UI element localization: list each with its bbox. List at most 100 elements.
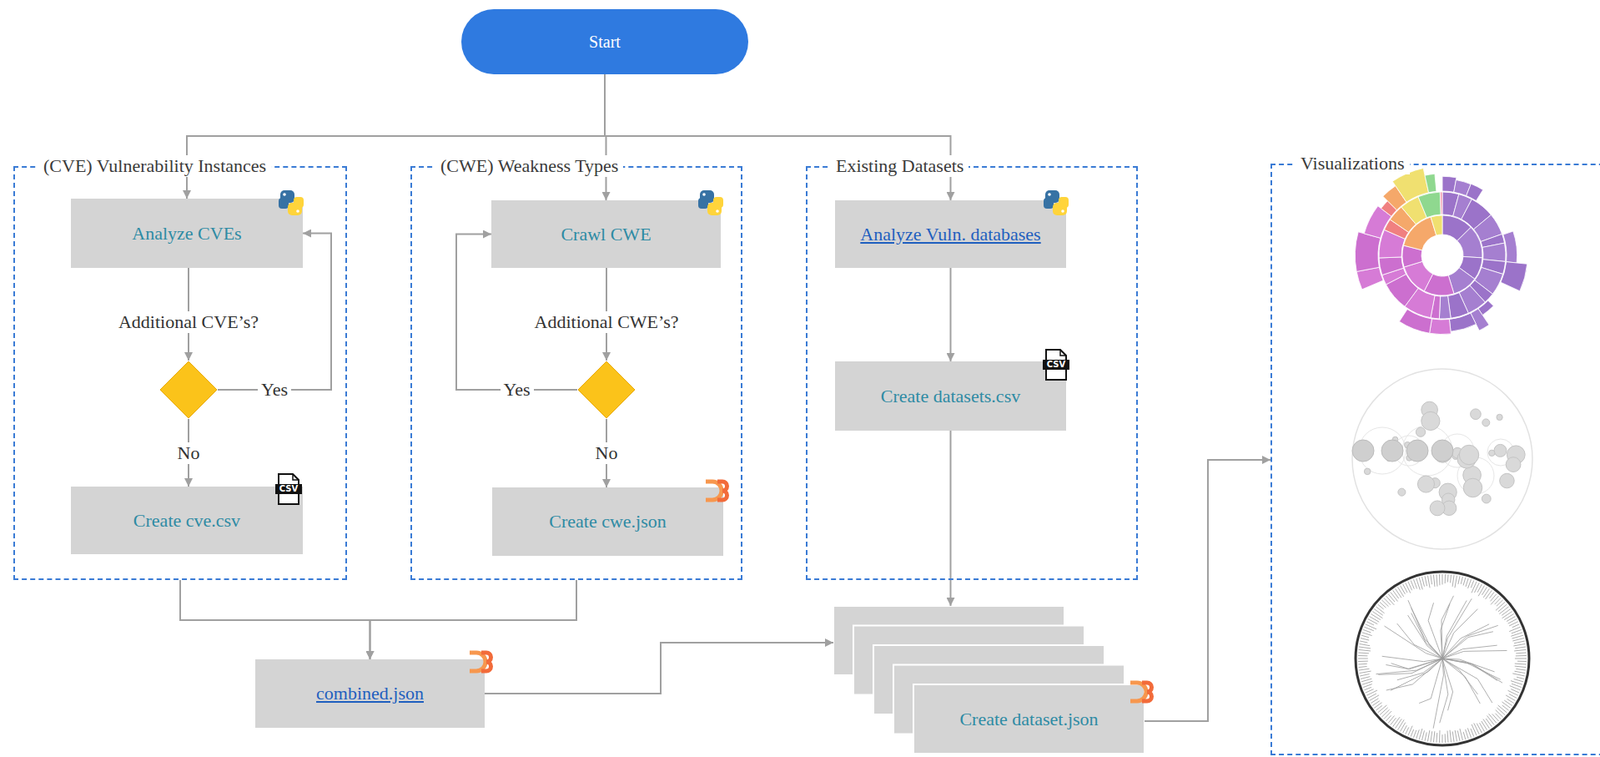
tree-leaf: [1496, 599, 1504, 606]
sunburst-segment: [1378, 256, 1404, 276]
tree-leaf: [1363, 684, 1373, 688]
tree-leaf: [1433, 574, 1435, 587]
tree-leaf: [1450, 574, 1452, 584]
csv-file-icon: [275, 473, 302, 504]
tree-leaf: [1430, 730, 1433, 742]
tree-leaf: [1435, 732, 1438, 743]
tree-leaf: [1395, 718, 1403, 728]
sunburst-segment: [1430, 215, 1443, 236]
node-text: Create dataset.json: [959, 708, 1098, 730]
pack-circle: [1406, 439, 1429, 462]
tree-leaf: [1413, 578, 1417, 589]
tree-leaf: [1424, 731, 1427, 740]
tree-leaf: [1359, 643, 1371, 645]
tree-leaf: [1358, 649, 1371, 651]
tree-leaf: [1452, 574, 1455, 587]
visualization-thumbnails: [1352, 168, 1533, 745]
node-text: Start: [588, 32, 621, 52]
group-heading: (CWE) Weakness Types: [435, 155, 624, 177]
tree-branch: [1442, 598, 1472, 659]
tree-leaf: [1505, 694, 1515, 701]
tree-leaf: [1358, 651, 1369, 654]
connectors: [180, 74, 1271, 721]
group-heading: Visualizations: [1295, 152, 1410, 175]
sunburst-segment: [1448, 292, 1470, 319]
tree-leaf: [1365, 623, 1377, 629]
tree-leaf: [1507, 698, 1515, 703]
pack-circle: [1494, 443, 1507, 457]
tree-leaf: [1385, 595, 1394, 605]
tree-branch: [1411, 613, 1443, 659]
pack-circle: [1363, 467, 1371, 475]
tree-leaf: [1361, 634, 1369, 638]
python-icon: [278, 190, 304, 216]
tree-leaf: [1512, 673, 1525, 676]
process-box: Analyze CVEs: [70, 198, 303, 268]
csv-icon-text: CSV: [1042, 359, 1070, 370]
tree-leaf: [1442, 573, 1444, 584]
tree-leaf: [1422, 729, 1425, 740]
tree-leaf: [1393, 716, 1400, 726]
tree-leaf: [1372, 611, 1383, 619]
connector-arrow: [370, 579, 578, 660]
node-text: Create datasets.csv: [880, 385, 1021, 408]
group-heading: Existing Datasets: [830, 155, 969, 177]
tree-leaf: [1495, 601, 1505, 610]
tree-leaf: [1514, 649, 1526, 651]
tree-leaf: [1418, 728, 1423, 740]
tree-leaf: [1449, 729, 1452, 743]
tree-leaf: [1490, 595, 1499, 605]
tree-leaf: [1514, 670, 1526, 673]
tree-leaf: [1514, 663, 1527, 665]
tree-leaf: [1444, 573, 1446, 584]
tree-leaf: [1510, 632, 1523, 636]
tree-leaf: [1369, 616, 1380, 623]
tree-leaf: [1487, 715, 1495, 725]
tree-leaf: [1373, 608, 1383, 616]
tree-leaf: [1383, 710, 1392, 720]
tree-leaf: [1373, 702, 1382, 709]
tree-branch: [1418, 658, 1443, 704]
tree-leaf: [1413, 729, 1416, 738]
tree-leaf: [1358, 658, 1369, 660]
tree-leaf: [1517, 660, 1527, 662]
tree-leaf: [1471, 581, 1477, 594]
tree-leaf: [1485, 589, 1493, 599]
tree-leaf: [1358, 663, 1368, 665]
tree-leaf: [1452, 730, 1455, 742]
tree-leaf: [1433, 730, 1434, 742]
tree-leaf: [1481, 720, 1488, 730]
d3-logo: [705, 481, 728, 500]
pack-outline: [1352, 368, 1533, 549]
tree-branch: [1411, 607, 1443, 659]
tree-leaf: [1474, 582, 1480, 593]
tree-branch: [1408, 599, 1443, 659]
tree-leaf: [1511, 683, 1522, 687]
tree-leaf: [1427, 729, 1429, 741]
tree-leaf: [1366, 621, 1374, 625]
tree-branch: [1442, 623, 1490, 659]
tree-leaf: [1444, 733, 1446, 743]
tree-leaf: [1476, 723, 1482, 733]
tree-leaf: [1438, 729, 1441, 743]
group-panel: Analyze Vuln. databasesCreate datasets.c…: [805, 166, 1138, 580]
tree-leaf: [1483, 719, 1490, 729]
tree-leaf: [1499, 606, 1509, 614]
pack-circle: [1429, 500, 1445, 516]
tree-leaf: [1395, 588, 1402, 598]
tree-leaf: [1468, 578, 1472, 589]
pack-circle: [1499, 472, 1515, 489]
tree-leaf: [1379, 707, 1389, 715]
tree-leaf: [1360, 676, 1370, 680]
tree-leaf: [1378, 704, 1388, 713]
tree-leaf: [1514, 665, 1527, 667]
tree-leaf: [1359, 670, 1372, 673]
diamond-shape: [577, 360, 636, 419]
tree-leaf: [1474, 722, 1480, 734]
pack-circle: [1489, 449, 1495, 456]
pack-circle: [1459, 444, 1479, 464]
tree-leaf: [1465, 578, 1469, 587]
tree-leaf: [1388, 715, 1394, 724]
csv-icon-text: CSV: [275, 483, 302, 494]
